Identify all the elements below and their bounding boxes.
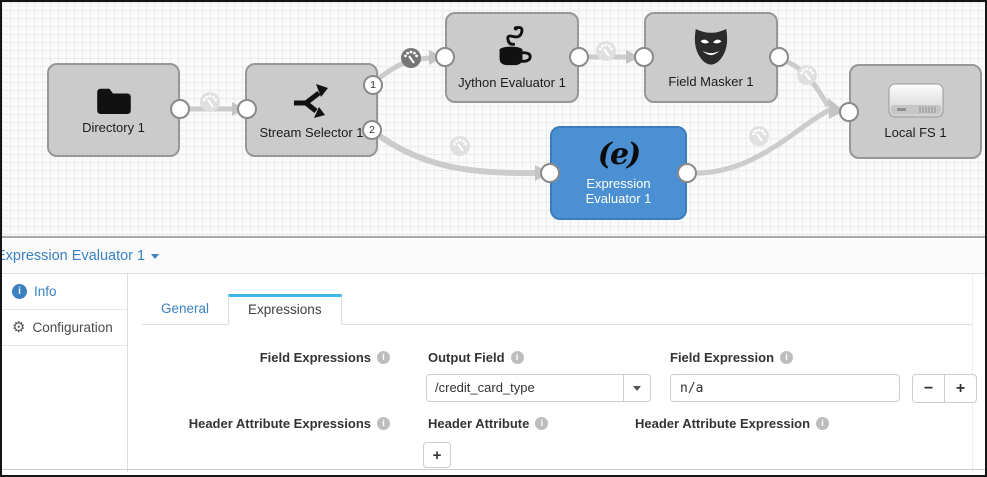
help-icon[interactable]: i xyxy=(377,417,390,430)
caret-down-icon xyxy=(633,385,641,391)
port-expression-evaluator-input[interactable] xyxy=(540,163,560,183)
port-jython-input[interactable] xyxy=(435,47,455,67)
node-expression-evaluator[interactable]: (e) Expression Evaluator 1 xyxy=(550,126,687,220)
help-icon[interactable]: i xyxy=(816,417,830,430)
sidebar-item-configuration[interactable]: ⚙ Configuration xyxy=(2,310,127,346)
port-local-fs-input[interactable] xyxy=(839,102,859,122)
add-header-attribute-button[interactable]: + xyxy=(423,442,451,468)
port-field-masker-input[interactable] xyxy=(634,47,654,67)
header-attribute-expression-label: Header Attribute Expression i xyxy=(635,416,830,431)
help-icon[interactable]: i xyxy=(780,351,794,364)
output-field-value[interactable]: /credit_card_type xyxy=(426,374,624,402)
help-icon[interactable]: i xyxy=(510,351,524,364)
node-directory[interactable]: Directory 1 xyxy=(47,63,180,157)
arrowhead-icon xyxy=(828,98,844,119)
panel-right-edge xyxy=(972,274,973,472)
link-expression-evaluator-to-local-fs[interactable] xyxy=(686,107,831,176)
sidebar-item-label: Configuration xyxy=(32,320,113,335)
sidebar-item-label: Info xyxy=(34,284,57,299)
metrics-gauge-icon[interactable] xyxy=(748,125,770,147)
port-field-masker-output[interactable] xyxy=(769,47,789,67)
gear-icon: ⚙ xyxy=(12,319,26,336)
caret-down-icon xyxy=(151,253,160,259)
jython-icon xyxy=(499,26,532,66)
port-expression-evaluator-output[interactable] xyxy=(677,163,697,183)
stage-title-dropdown[interactable]: Expression Evaluator 1 xyxy=(0,248,160,264)
mask-icon xyxy=(694,28,728,65)
output-field-select[interactable]: /credit_card_type xyxy=(426,374,651,402)
node-local-fs[interactable]: Local FS 1 xyxy=(849,64,982,159)
node-label: Directory 1 xyxy=(82,119,145,135)
node-label: Expression Evaluator 1 xyxy=(585,176,652,206)
hard-drive-icon xyxy=(888,83,943,118)
pipeline-canvas[interactable]: Directory 1 Stream Selector 1 Jython Eva… xyxy=(2,2,985,238)
field-expression-input[interactable] xyxy=(670,374,900,402)
port-stream-selector-output-2[interactable]: 2 xyxy=(362,120,382,140)
node-field-masker[interactable]: Field Masker 1 xyxy=(644,12,778,103)
stage-title-bar: Expression Evaluator 1 xyxy=(2,240,985,274)
metrics-gauge-icon[interactable] xyxy=(199,91,221,113)
tab-general[interactable]: General xyxy=(161,301,210,316)
port-stream-selector-output-1[interactable]: 1 xyxy=(363,75,383,95)
field-expressions-label: Field Expressions i xyxy=(142,350,390,365)
config-sidebar: i Info ⚙ Configuration xyxy=(2,274,128,472)
link-stream2-to-expression-evaluator[interactable] xyxy=(372,129,539,177)
metrics-gauge-icon[interactable] xyxy=(449,135,471,157)
help-icon[interactable]: i xyxy=(377,351,390,364)
port-jython-output[interactable] xyxy=(569,47,589,67)
node-label: Field Masker 1 xyxy=(668,74,754,89)
node-label: Jython Evaluator 1 xyxy=(458,75,566,90)
stage-title-text: Expression Evaluator 1 xyxy=(0,248,146,264)
port-stream-selector-input[interactable] xyxy=(237,99,257,119)
node-stream-selector[interactable]: Stream Selector 1 xyxy=(245,63,378,157)
stream-selector-icon xyxy=(293,83,328,118)
expression-evaluator-icon: (e) xyxy=(597,137,642,172)
tab-expressions[interactable]: Expressions xyxy=(228,294,342,325)
remove-row-button[interactable]: − xyxy=(912,374,945,403)
arrowhead-icon xyxy=(626,50,640,64)
metrics-gauge-icon[interactable] xyxy=(796,64,818,86)
field-expression-label: Field Expression i xyxy=(670,350,794,365)
add-row-button[interactable]: + xyxy=(944,374,977,403)
row-buttons: − + xyxy=(912,374,977,403)
sidebar-item-info[interactable]: i Info xyxy=(2,274,127,310)
info-icon: i xyxy=(12,284,27,299)
panel-bottom-border xyxy=(2,469,985,470)
header-attribute-label: Header Attribute i xyxy=(428,416,549,431)
select-caret-button[interactable] xyxy=(624,374,651,402)
node-label: Local FS 1 xyxy=(884,125,947,140)
folder-icon xyxy=(96,88,131,114)
help-icon[interactable]: i xyxy=(535,417,549,430)
node-label: Stream Selector 1 xyxy=(259,124,364,140)
output-field-label: Output Field i xyxy=(428,350,524,365)
metrics-gauge-icon[interactable] xyxy=(595,40,617,62)
port-directory-output[interactable] xyxy=(170,99,190,119)
config-tabs: General Expressions xyxy=(142,294,972,325)
header-attribute-expressions-label: Header Attribute Expressions i xyxy=(142,416,390,431)
metrics-gauge-icon[interactable] xyxy=(400,47,422,69)
node-jython-evaluator[interactable]: Jython Evaluator 1 xyxy=(445,12,579,103)
